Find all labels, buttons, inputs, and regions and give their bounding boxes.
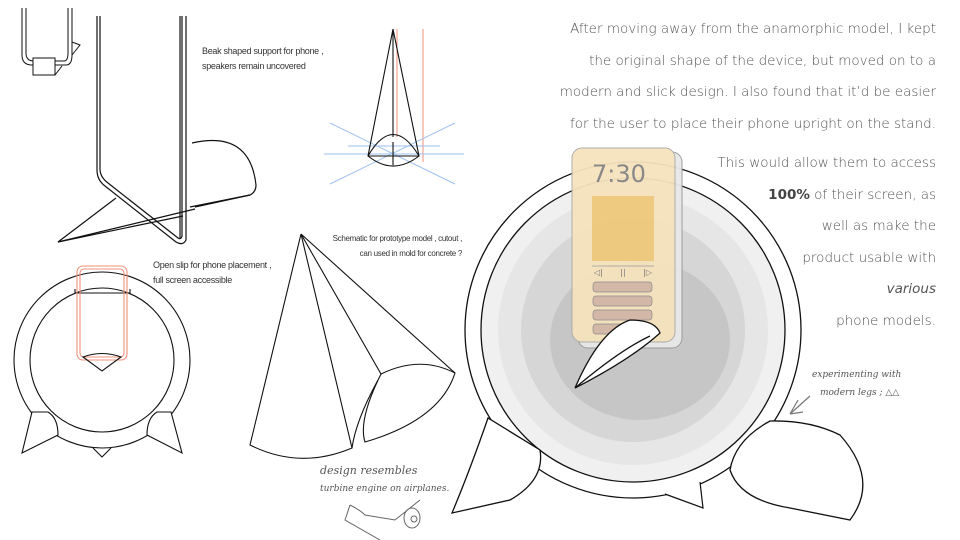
prose-line: product usable with	[802, 249, 936, 266]
note-line: Schematic for prototype model , cutout ,	[332, 234, 463, 243]
note-beak-support: Beak shaped support for phone , speakers…	[202, 44, 324, 74]
phone-media-controls: ◁| || |▷	[594, 268, 652, 277]
schematic-fan-sketch	[249, 233, 456, 459]
hand-sketch-turbine	[344, 499, 421, 540]
note-line: Beak shaped support for phone ,	[202, 46, 324, 56]
highlight-percent: 100%	[768, 186, 810, 203]
prose-line: modern and slick design. I also found th…	[559, 84, 936, 100]
beak-support-sketch	[57, 16, 257, 245]
prose-line: various	[717, 274, 936, 306]
prose-fragment: of their screen, as	[809, 186, 936, 203]
prose-line: phone models.	[836, 312, 936, 329]
handwritten-line: experimenting with	[812, 370, 902, 380]
main-beak	[574, 319, 661, 389]
handwritten-legs-note: experimenting with modern legs ; △△	[812, 366, 901, 402]
prose-line: well as make the	[821, 218, 936, 234]
hand-sketch-arrow	[789, 395, 811, 415]
note-open-slip: Open slip for phone placement , full scr…	[153, 258, 272, 288]
note-line: can used in mold for concrete ?	[359, 249, 463, 258]
prose-intro: After moving away from the anamorphic mo…	[560, 14, 936, 140]
note-line: full screen accessible	[153, 275, 232, 285]
phone-mockup	[571, 147, 683, 349]
note-line: Open slip for phone placement ,	[153, 260, 272, 270]
handwritten-line: modern legs ; △△	[820, 388, 900, 398]
small-clip-sketch	[21, 8, 81, 76]
handwritten-line: turbine engine on airplanes.	[320, 484, 450, 494]
prose-access: This would allow them to access 100% of …	[717, 148, 936, 337]
next-icon: |▷	[643, 268, 652, 277]
prose-line: After moving away from the anamorphic mo…	[570, 21, 936, 37]
note-line: speakers remain uncovered	[202, 61, 306, 71]
front-view-sketch	[13, 265, 191, 458]
cone-perspective-sketch	[324, 28, 464, 185]
prose-line: This would allow them to access	[717, 155, 936, 171]
emphasis-various: various	[886, 281, 936, 297]
handwritten-turbine-note: design resembles turbine engine on airpl…	[320, 462, 449, 498]
prose-line: for the user to place their phone uprigh…	[569, 115, 936, 132]
pause-icon: ||	[620, 268, 626, 277]
note-schematic: Schematic for prototype model , cutout ,…	[318, 231, 463, 261]
handwritten-line: design resembles	[320, 464, 418, 477]
phone-time: 7:30	[592, 160, 646, 188]
prose-line: the original shape of the device, but mo…	[589, 52, 936, 69]
prose-line: 100% of their screen, as	[717, 180, 936, 212]
previous-icon: ◁|	[594, 268, 603, 277]
